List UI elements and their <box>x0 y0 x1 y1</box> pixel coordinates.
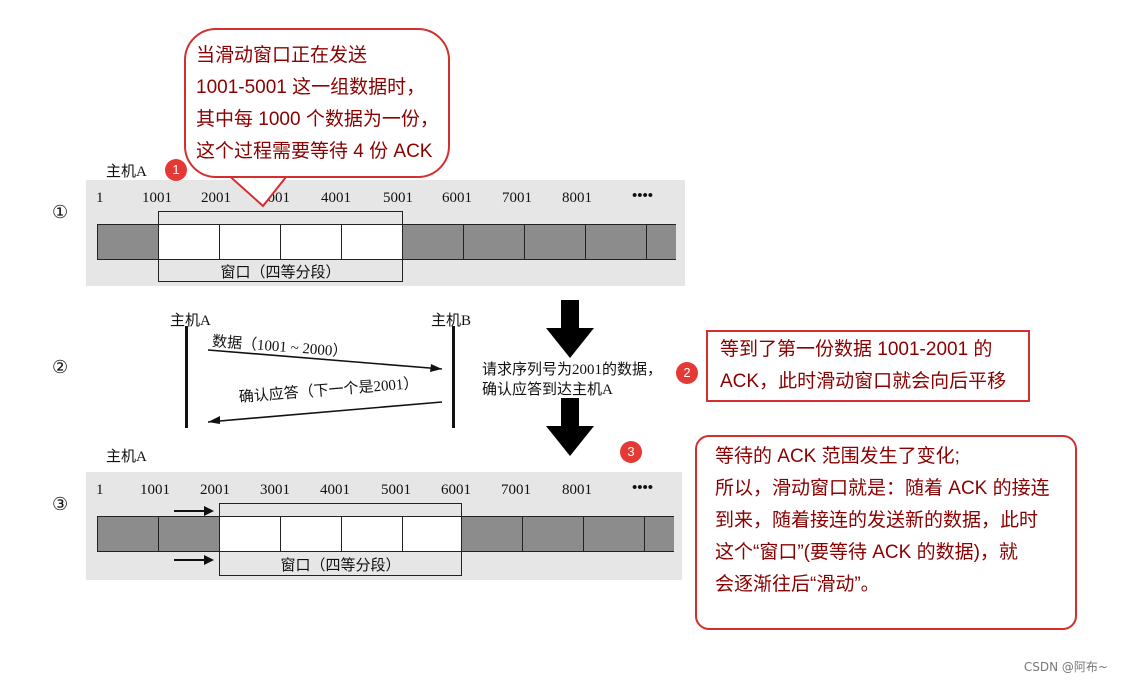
callout-3-line: 这个“窗口”(要等待 ACK 的数据)，就 <box>715 542 1018 563</box>
watermark: CSDN @阿布~ <box>1023 660 1108 674</box>
ellipsis-label: •••• <box>632 188 654 204</box>
callout-3-line: 等待的 ACK 范围发生了变化; <box>715 446 960 467</box>
callout-2-line: 等到了第一份数据 1001-2001 的 <box>720 339 993 360</box>
badge-3: 3 <box>620 441 642 463</box>
slide-arrows <box>174 506 214 565</box>
segment-unsent <box>646 224 676 260</box>
tick-label: 4001 <box>320 482 350 498</box>
callout-1-line: 当滑动窗口正在发送 <box>196 45 368 66</box>
tick-label: 4001 <box>321 190 351 206</box>
callout-1-line: 这个过程需要等待 4 份 ACK <box>196 141 433 162</box>
tick-label: 7001 <box>501 482 531 498</box>
callout-3: 等待的 ACK 范围发生了变化; 所以，滑动窗口就是：随着 ACK 的接连 到来… <box>695 435 1077 630</box>
tick-label: 1001 <box>142 190 172 206</box>
tick-label: 8001 <box>562 482 592 498</box>
host-b-label: 主机B <box>431 313 472 329</box>
window-label-row1: 窗口（四等分段） <box>220 265 341 281</box>
down-arrow-1 <box>546 300 594 358</box>
host-b-line <box>452 326 455 428</box>
window-frame-row1 <box>158 211 403 282</box>
callout-1-line: 其中每 1000 个数据为一份， <box>196 109 439 130</box>
tick-label: 3001 <box>260 482 290 498</box>
segment-window <box>280 516 342 552</box>
callout-1-line: 1001-5001 这一组数据时， <box>196 77 426 98</box>
segment-window <box>341 516 403 552</box>
segment-sent <box>97 224 159 260</box>
host-a-label-row3: 主机A <box>106 449 147 465</box>
segment-unsent <box>524 224 586 260</box>
tick-label: 7001 <box>502 190 532 206</box>
tick-label: 5001 <box>381 482 411 498</box>
window-label-row3: 窗口（四等分段） <box>280 558 401 574</box>
callout-1: 当滑动窗口正在发送 1001-5001 这一组数据时， 其中每 1000 个数据… <box>184 28 450 178</box>
tick-label: 2001 <box>200 482 230 498</box>
ack-arrow <box>207 401 443 423</box>
ack-note-line2: 确认应答到达主机A <box>482 382 613 398</box>
host-a-line <box>185 326 188 428</box>
segment-unsent <box>461 516 523 552</box>
sequence-arrows <box>207 349 443 424</box>
callout-2: 等到了第一份数据 1001-2001 的 ACK，此时滑动窗口就会向后平移 <box>706 330 1030 402</box>
callout-2-line: ACK，此时滑动窗口就会向后平移 <box>720 371 1007 392</box>
callout-3-line: 会逐渐往后“滑动”。 <box>715 574 880 595</box>
segment-sent <box>97 516 159 552</box>
badge-1: 1 <box>165 159 187 181</box>
host-a-label-row2: 主机A <box>170 313 211 329</box>
tick-label: 8001 <box>562 190 592 206</box>
host-a-label-row1: 主机A <box>106 164 147 180</box>
data-arrow-head <box>430 364 442 372</box>
tick-label: 1 <box>96 482 104 498</box>
segment-unsent <box>585 224 647 260</box>
segment-window <box>402 516 462 552</box>
segment-acked <box>158 516 220 552</box>
ack-arrow-head <box>208 416 220 424</box>
data-arrow <box>207 349 443 370</box>
tick-label: 5001 <box>383 190 413 206</box>
badge-2: 2 <box>676 362 698 384</box>
step-3-number: ③ <box>52 494 69 514</box>
tick-label: 6001 <box>441 482 471 498</box>
tick-label: 2001 <box>201 190 231 206</box>
segment-unsent <box>463 224 525 260</box>
step-2-number: ② <box>52 357 69 377</box>
callout-3-line: 所以，滑动窗口就是：随着 ACK 的接连 <box>715 478 1050 499</box>
segment-unsent <box>644 516 674 552</box>
segment-window <box>341 224 403 260</box>
window-frame-row3 <box>219 503 462 576</box>
down-arrow-2 <box>546 398 594 456</box>
ack-note-line1: 请求序列号为2001的数据， <box>482 362 663 378</box>
segment-unsent <box>583 516 645 552</box>
callout-3-line: 到来，随着接连的发送新的数据，此时 <box>715 510 1039 531</box>
tick-label: 1 <box>96 190 104 206</box>
segment-unsent <box>522 516 584 552</box>
tick-label: 6001 <box>442 190 472 206</box>
segment-unsent <box>402 224 464 260</box>
step-1-number: ① <box>52 202 69 222</box>
tick-label: 1001 <box>140 482 170 498</box>
ellipsis-label: •••• <box>632 480 654 496</box>
